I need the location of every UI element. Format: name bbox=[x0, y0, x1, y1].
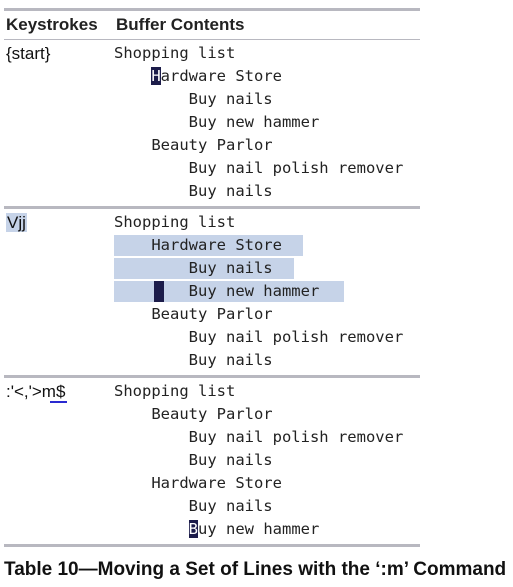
buffer-line: Beauty Parlor bbox=[151, 136, 273, 154]
buffer-line-selected: Buy new hammer bbox=[114, 280, 420, 303]
table-bottom-rule bbox=[4, 544, 420, 547]
table-header: Keystrokes Buffer Contents bbox=[4, 11, 420, 39]
buffer-line: Hardware Store bbox=[151, 474, 282, 492]
buffer-line: Hardware Store bbox=[151, 67, 282, 85]
cursor: H bbox=[151, 67, 161, 85]
buffer-line: Buy nail polish remover bbox=[188, 328, 404, 346]
buffer-line: Shopping list bbox=[114, 44, 236, 62]
cursor: B bbox=[188, 520, 198, 538]
keystroke-cell: {start} bbox=[6, 44, 51, 63]
row-rule bbox=[4, 375, 420, 378]
command-table: Keystrokes Buffer Contents {start} Shopp… bbox=[4, 8, 420, 547]
buffer-cell: Shopping list Hardware Store Buy nails B… bbox=[114, 209, 420, 375]
buffer-line-selected: Buy nails bbox=[114, 257, 420, 280]
buffer-line: Buy nails bbox=[188, 497, 273, 515]
table-row: :'<,'>m$ Shopping list Beauty Parlor Buy… bbox=[4, 378, 420, 544]
buffer-line: Buy nails bbox=[188, 90, 273, 108]
buffer-line: Shopping list bbox=[114, 382, 236, 400]
table-row: {start} Shopping list Hardware Store Buy… bbox=[4, 40, 420, 206]
row-rule bbox=[4, 206, 420, 209]
table-top-rule bbox=[4, 8, 420, 11]
buffer-line: Buy new hammer bbox=[188, 520, 320, 538]
buffer-line: Buy nail polish remover bbox=[188, 159, 404, 177]
header-rule bbox=[4, 39, 420, 40]
buffer-line: Shopping list bbox=[114, 213, 236, 231]
keystroke-cell: :'<,'>m$ bbox=[6, 382, 68, 403]
buffer-line-selected: Hardware Store bbox=[114, 234, 420, 257]
buffer-line: Buy nails bbox=[188, 451, 273, 469]
header-keystrokes: Keystrokes bbox=[6, 15, 98, 34]
buffer-line: Buy nail polish remover bbox=[188, 428, 404, 446]
table-row: Vjj Shopping list Hardware Store Buy nai… bbox=[4, 209, 420, 375]
buffer-line: Beauty Parlor bbox=[151, 405, 273, 423]
buffer-line: Buy nails bbox=[188, 182, 273, 200]
buffer-line: Beauty Parlor bbox=[151, 305, 273, 323]
buffer-cell: Shopping list Hardware Store Buy nails B… bbox=[114, 40, 420, 206]
header-buffer-contents: Buffer Contents bbox=[116, 15, 245, 34]
buffer-cell: Shopping list Beauty Parlor Buy nail pol… bbox=[114, 378, 420, 544]
buffer-line: Buy nails bbox=[188, 351, 273, 369]
keystroke-cell: Vjj bbox=[6, 213, 27, 232]
table-caption: Table 10—Moving a Set of Lines with the … bbox=[4, 559, 507, 580]
cursor bbox=[154, 281, 164, 302]
buffer-line: Buy new hammer bbox=[188, 113, 320, 131]
